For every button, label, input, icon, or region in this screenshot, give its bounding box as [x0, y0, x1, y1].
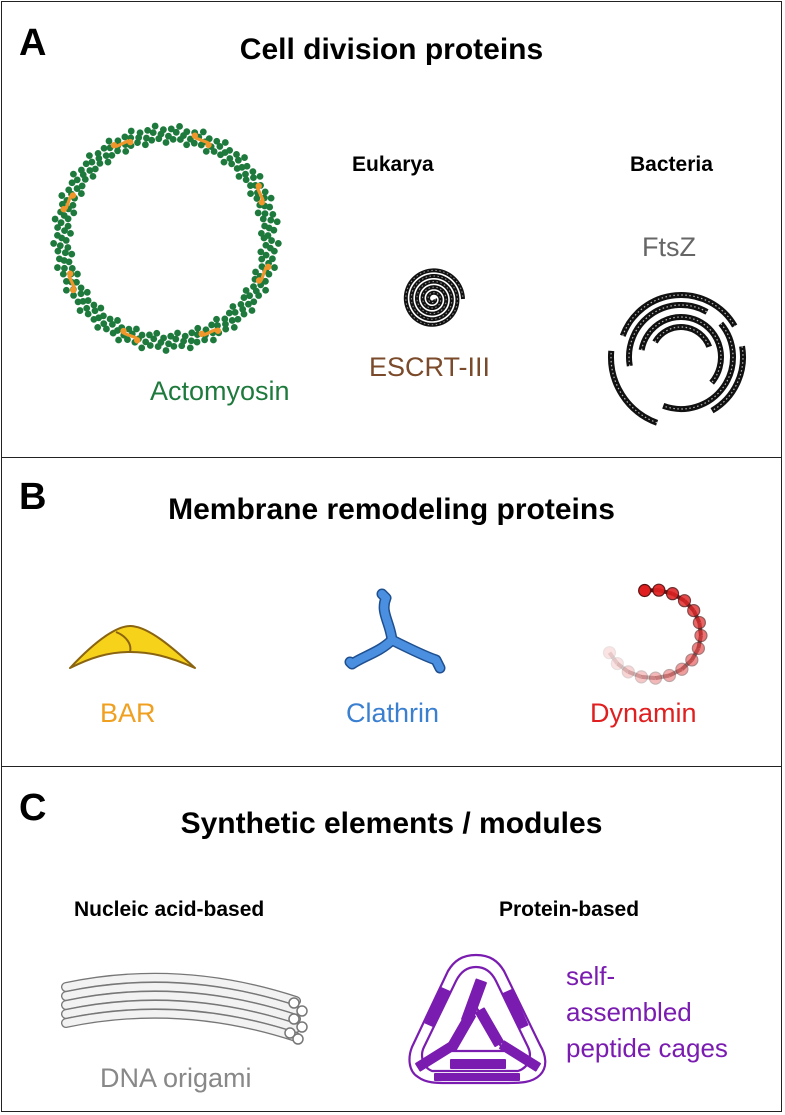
bacteria-heading: Bacteria	[630, 153, 713, 176]
cages-label-line2: assembled	[566, 997, 692, 1027]
clathrin-label: Clathrin	[346, 698, 440, 728]
dynamin-label: Dynamin	[590, 698, 697, 728]
panel-letter-c: C	[19, 787, 47, 829]
peptide-cage-illustration	[408, 953, 547, 1085]
actomyosin-label: Actomyosin	[150, 376, 290, 406]
escrt-spiral-illustration	[403, 268, 465, 327]
panel-letter-a: A	[19, 22, 47, 64]
eukarya-heading: Eukarya	[352, 153, 434, 176]
panel-title-b: Membrane remodeling proteins	[168, 493, 615, 526]
dna-origami-label: DNA origami	[100, 1063, 252, 1093]
panel-letter-b: B	[19, 476, 47, 518]
panel-synthetic-elements: C Synthetic elements / modules Nucleic a…	[1, 766, 782, 1112]
ftsz-ring-illustration	[608, 292, 746, 426]
protein-heading: Protein-based	[499, 898, 640, 921]
cages-label-line1: self-	[566, 961, 616, 991]
cages-label-line3: peptide cages	[566, 1033, 728, 1063]
panel-cell-division: A Cell division proteins Eukarya Bacteri…	[1, 1, 782, 458]
bar-label: BAR	[100, 698, 156, 728]
panel-title-c: Synthetic elements / modules	[180, 807, 603, 840]
clathrin-triskelion-illustration	[344, 588, 446, 674]
nucleic-acid-heading: Nucleic acid-based	[74, 898, 265, 921]
ftsz-label: FtsZ	[642, 232, 696, 262]
escrt-label: ESCRT-III	[369, 352, 491, 382]
dna-origami-illustration	[61, 972, 308, 1045]
panel-membrane-remodeling: B Membrane remodeling proteins BAR Clath…	[1, 457, 782, 767]
actomyosin-ring-illustration	[50, 122, 282, 354]
panel-title-a: Cell division proteins	[239, 33, 544, 66]
bar-domain-illustration	[69, 625, 196, 669]
dynamin-helix-illustration	[602, 583, 708, 685]
